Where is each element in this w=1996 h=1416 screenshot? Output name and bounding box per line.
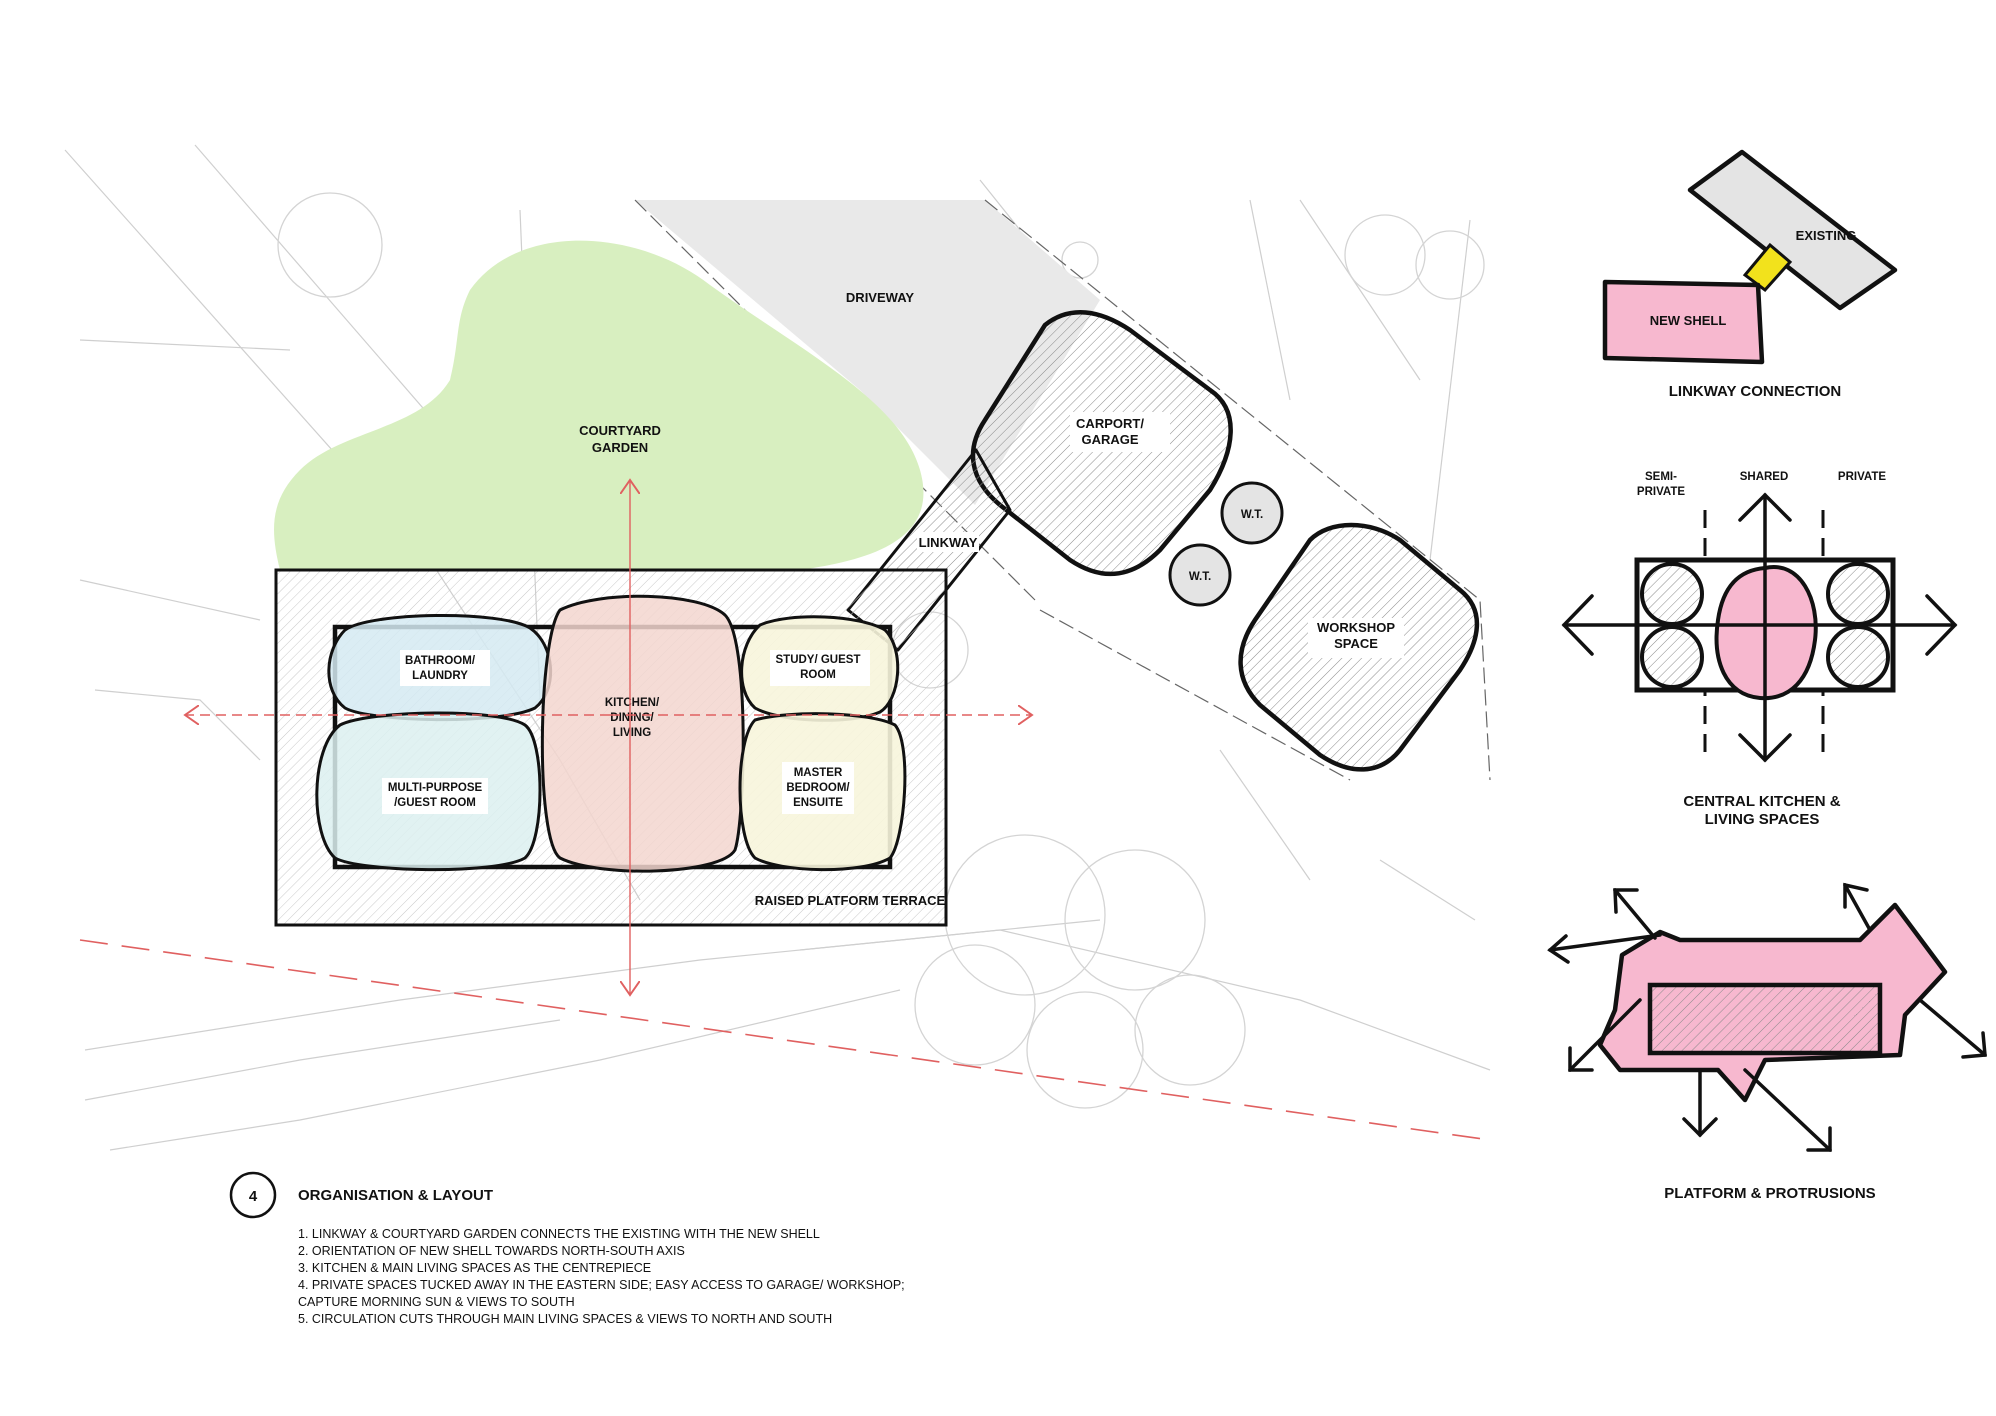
linkway-caption: LINKWAY CONNECTION [1669, 383, 1842, 400]
study-label-line2: ROOM [800, 669, 836, 681]
master-label-line2: BEDROOM/ [786, 782, 850, 794]
workshop-label-line1: WORKSHOP [1317, 620, 1395, 635]
platform-core-block [1647, 982, 1883, 1056]
new-shell-label: NEW SHELL [1650, 313, 1727, 328]
drawing-number-circle [229, 1171, 277, 1219]
drawing-number: 4 [249, 1188, 258, 1205]
zone-circle-se [1826, 625, 1890, 689]
room-kitchen-dining-living [540, 594, 745, 873]
water-tank-1 [1220, 481, 1284, 545]
legend-block: 4 ORGANISATION & LAYOUT 1. LINKWAY & COU… [229, 1171, 905, 1326]
existing-label: EXISTING [1796, 228, 1857, 243]
driveway-label: DRIVEWAY [846, 290, 914, 305]
water-tank-2-label: W.T. [1189, 571, 1211, 583]
bathroom-label-line2: LAUNDRY [412, 670, 468, 682]
note-1: 1. LINKWAY & COURTYARD GARDEN CONNECTS T… [298, 1227, 820, 1241]
zone-circle-nw [1640, 562, 1704, 626]
kitchen-label-line2: DINING/ [610, 712, 654, 724]
note-2: 2. ORIENTATION OF NEW SHELL TOWARDS NORT… [298, 1244, 685, 1258]
linkway-label-bg [917, 532, 979, 552]
study-label-bg [770, 650, 870, 686]
private-label: PRIVATE [1838, 471, 1886, 483]
platform-caption: PLATFORM & PROTRUSIONS [1664, 1185, 1875, 1202]
linkway-yellow-connector [1742, 242, 1793, 293]
note-5: 5. CIRCULATION CUTS THROUGH MAIN LIVING … [298, 1312, 832, 1326]
diagram-central-kitchen: SEMI- PRIVATE SHARED PRIVATE CENTRAL KIT… [1561, 471, 1958, 828]
workshop-label-line2: SPACE [1334, 636, 1378, 651]
study-label-line1: STUDY/ GUEST [776, 654, 861, 666]
workshop-label-bg [1308, 618, 1404, 658]
shared-label: SHARED [1740, 471, 1789, 483]
existing-block [1687, 149, 1898, 311]
diagram-linkway-connection: EXISTING NEW SHELL LINKWAY CONNECTION [1602, 149, 1898, 400]
water-tank-2 [1168, 543, 1232, 607]
note-3: 3. KITCHEN & MAIN LIVING SPACES AS THE C… [298, 1261, 651, 1275]
bathroom-label-bg [400, 650, 490, 686]
multipurpose-label-line1: MULTI-PURPOSE [388, 782, 483, 794]
diagram-platform-protrusions: PLATFORM & PROTRUSIONS [1547, 882, 1987, 1202]
note-4: 4. PRIVATE SPACES TUCKED AWAY IN THE EAS… [298, 1278, 905, 1292]
new-shell-block [1602, 279, 1765, 365]
courtyard-label-line1: COURTYARD [579, 423, 661, 438]
semi-private-label-line1: SEMI- [1645, 471, 1677, 483]
terrace-label: RAISED PLATFORM TERRACE [755, 893, 946, 908]
carport-label-line2: GARAGE [1081, 432, 1138, 447]
linkway-label: LINKWAY [919, 535, 978, 550]
kitchen-label-line3: LIVING [613, 727, 651, 739]
platform-arrows [1547, 882, 1987, 1152]
central-caption-line2: LIVING SPACES [1705, 811, 1820, 828]
courtyard-label-line2: GARDEN [592, 440, 648, 455]
master-label-line1: MASTER [794, 767, 843, 779]
legend-title: ORGANISATION & LAYOUT [298, 1187, 493, 1204]
semi-private-label-line2: PRIVATE [1637, 486, 1685, 498]
master-label-line3: ENSUITE [793, 797, 843, 809]
bathroom-label-line1: BATHROOM/ [405, 655, 476, 667]
courtyard-garden-area [274, 240, 924, 570]
note-4-cont: CAPTURE MORNING SUN & VIEWS TO SOUTH [298, 1295, 575, 1309]
carport-label-line1: CARPORT/ [1076, 416, 1144, 431]
central-axis-arrows [1561, 492, 1958, 763]
multipurpose-label-line2: /GUEST ROOM [394, 797, 476, 809]
multipurpose-label-bg [382, 778, 488, 814]
kitchen-label-line1: KITCHEN/ [605, 697, 660, 709]
master-label-bg [782, 762, 854, 814]
central-caption-line1: CENTRAL KITCHEN & [1683, 793, 1840, 810]
site-boundary-line [79, 939, 1491, 1141]
water-tank-1-label: W.T. [1241, 509, 1263, 521]
carport-label-bg [1070, 412, 1170, 452]
zone-circle-ne [1826, 562, 1890, 626]
zone-circle-sw [1640, 625, 1704, 689]
